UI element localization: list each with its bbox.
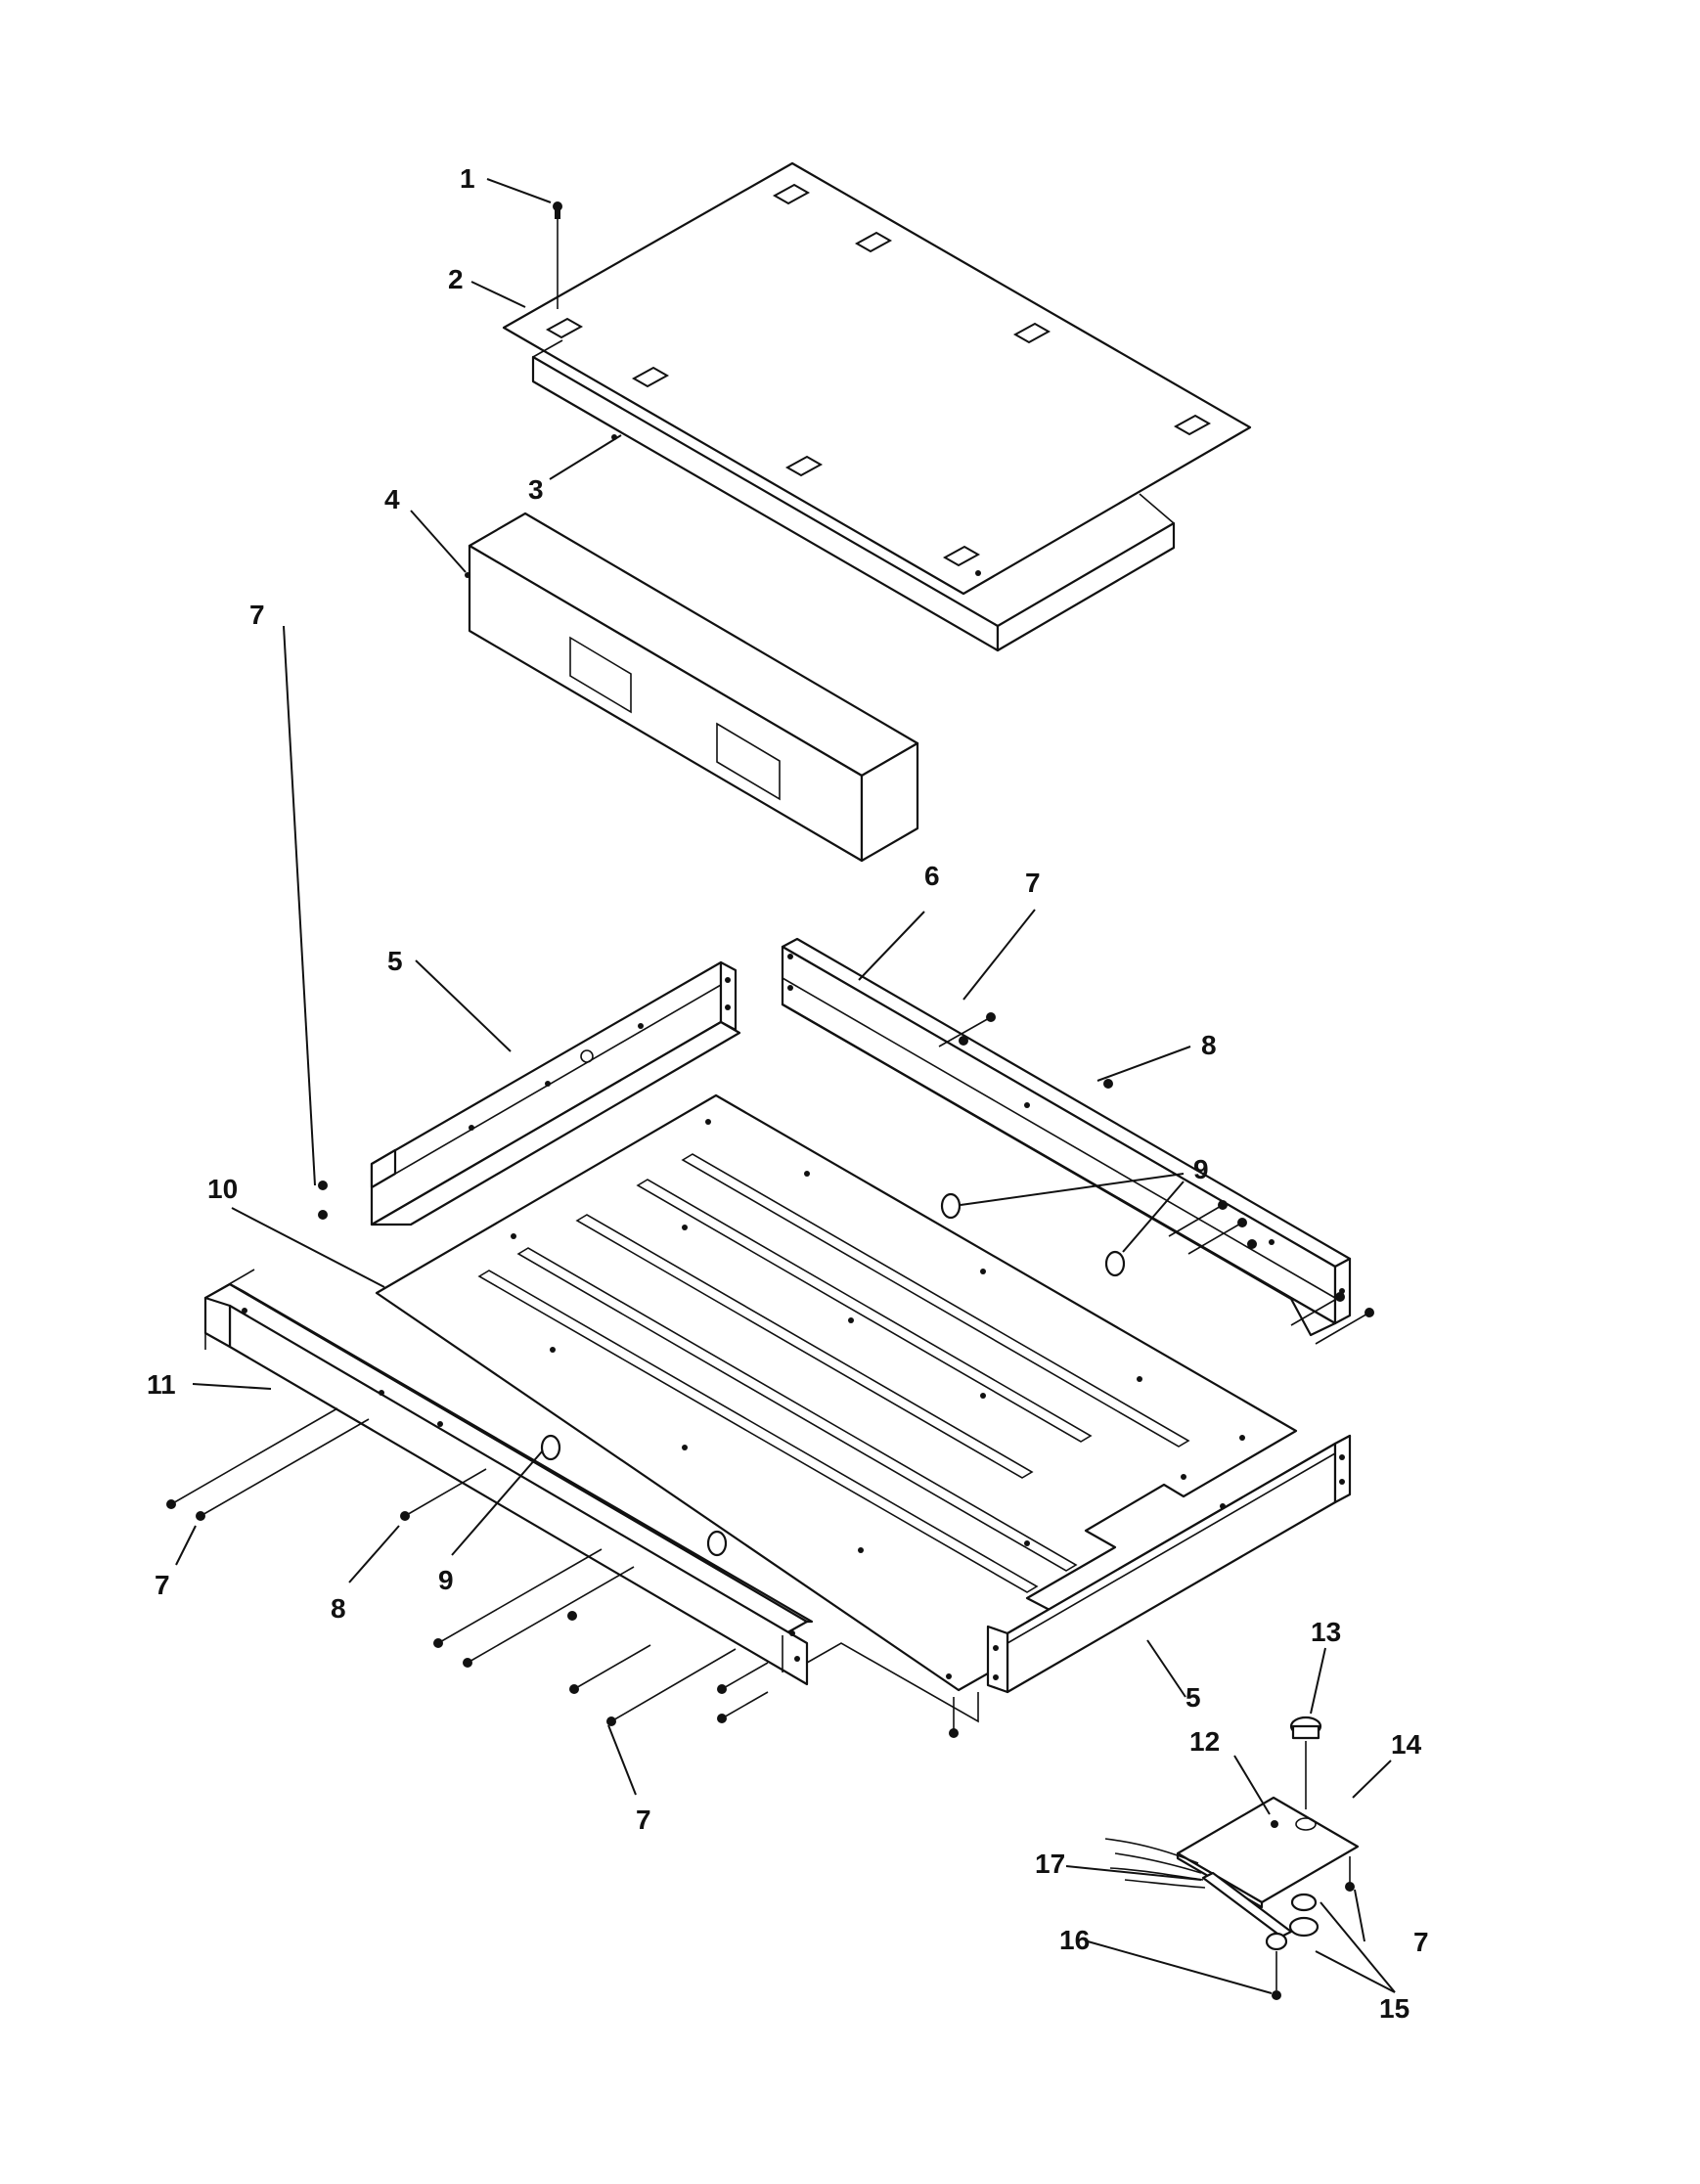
- callout-7-bottom: 7: [636, 1805, 651, 1835]
- screws: [166, 201, 1374, 2000]
- callout-9-right: 9: [1193, 1154, 1209, 1184]
- callout-10: 10: [207, 1174, 238, 1204]
- callout-8-left: 8: [331, 1593, 346, 1624]
- callout-1: 1: [460, 163, 475, 194]
- callout-2: 2: [448, 264, 464, 294]
- callout-6: 6: [924, 861, 940, 891]
- base-frame: [203, 1269, 979, 1723]
- side-rail-front-right: [986, 1434, 1352, 1694]
- callout-4: 4: [384, 484, 400, 514]
- callout-8-right: 8: [1201, 1030, 1217, 1060]
- foam-block: [465, 512, 919, 863]
- callout-14: 14: [1391, 1729, 1422, 1760]
- leader-lines: [175, 178, 1396, 1994]
- callout-7-top-right: 7: [1025, 868, 1041, 898]
- bracket-assembly: [1104, 1716, 1360, 1990]
- callout-11: 11: [147, 1369, 176, 1400]
- cable-clips: [540, 1192, 1126, 1557]
- side-rail-right: [781, 937, 1352, 1337]
- callout-9-left: 9: [438, 1565, 454, 1595]
- callout-5-rear: 5: [387, 946, 403, 976]
- callout-5-front: 5: [1186, 1682, 1201, 1713]
- callout-16: 16: [1059, 1925, 1090, 1955]
- callout-7-left: 7: [249, 600, 265, 630]
- callout-12: 12: [1189, 1726, 1220, 1757]
- foam-pad: [531, 339, 1176, 652]
- callout-labels: 1 2 3 4 5 5 6 7 7 7 7 7 8 8 9 9 10 11 12…: [147, 163, 1429, 2024]
- callout-7-lower-left: 7: [155, 1570, 170, 1600]
- callout-3: 3: [528, 474, 544, 505]
- callout-17: 17: [1035, 1849, 1065, 1879]
- callout-15: 15: [1379, 1993, 1409, 2024]
- callout-13: 13: [1311, 1617, 1341, 1647]
- side-rail-left: [370, 960, 741, 1226]
- cover-plate: [502, 161, 1252, 596]
- callout-7-bracket: 7: [1413, 1927, 1429, 1957]
